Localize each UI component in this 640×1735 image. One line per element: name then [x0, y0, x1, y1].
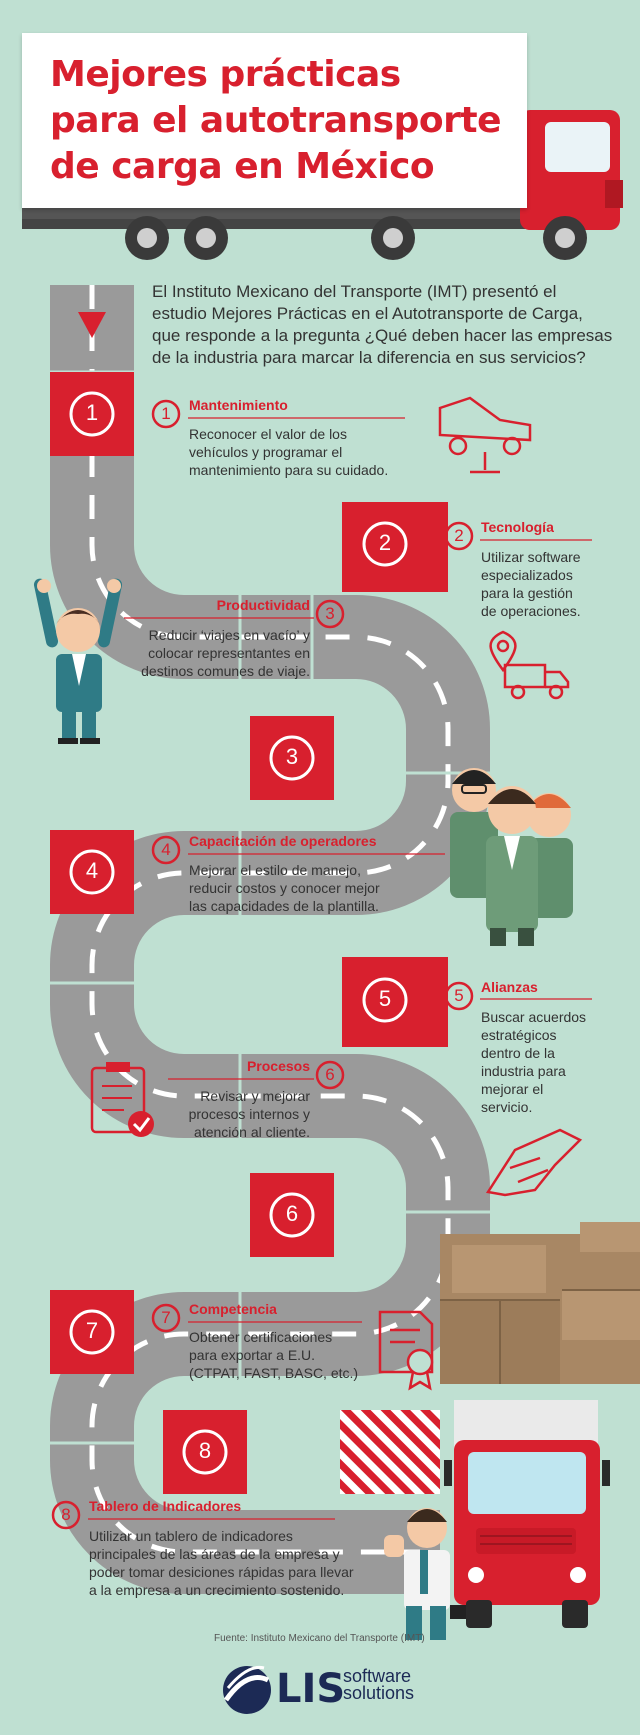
handshake-icon	[485, 1128, 583, 1197]
road-marker-8	[163, 1410, 247, 1494]
intro-line: estudio Mejores Prácticas en el Autotran…	[152, 304, 583, 323]
step-title-8: Tablero de Indicadores	[89, 1498, 242, 1514]
desc-line: vehículos y programar el	[189, 444, 343, 460]
step-badge-8: 8	[61, 1505, 71, 1524]
desc-line: especializados	[481, 567, 573, 583]
step-badge-3: 3	[325, 604, 335, 623]
desc-line: mejorar el	[481, 1081, 544, 1097]
finish-line	[340, 1410, 440, 1494]
step-desc-7: Obtener certificaciones para exportar a …	[189, 1328, 379, 1382]
step-title-4: Capacitación de operadores	[189, 833, 377, 849]
step-badge-1: 1	[161, 404, 171, 423]
intro-line: El Instituto Mexicano del Transporte (IM…	[152, 282, 557, 301]
marker-number-3: 3	[285, 744, 299, 769]
desc-line: para exportar a E.U.	[189, 1347, 316, 1363]
step-desc-2: Utilizar software especializados para la…	[481, 548, 631, 620]
step-badge-2: 2	[454, 526, 464, 545]
desc-line: estratégicos	[481, 1027, 557, 1043]
desc-line: industria para	[481, 1063, 566, 1079]
step-desc-3: Reducir ‘viajes en vacío’ y colocar repr…	[110, 626, 310, 680]
desc-line: Revisar y mejorar	[200, 1088, 310, 1104]
desc-line: Utilizar un tablero de indicadores	[89, 1528, 293, 1544]
desc-line: procesos internos y	[188, 1106, 310, 1122]
road-marker-4	[50, 830, 134, 914]
step-title-3: Productividad	[216, 597, 310, 613]
desc-line: Reducir ‘viajes en vacío’ y	[148, 627, 310, 643]
step-title-6: Procesos	[246, 1058, 310, 1074]
desc-line: (CTPAT, FAST, BASC, etc.)	[189, 1365, 359, 1381]
desc-line: Mejorar el estilo de manejo,	[189, 862, 361, 878]
step-desc-8: Utilizar un tablero de indicadores princ…	[89, 1527, 389, 1599]
desc-line: principales de las áreas de la empresa y	[89, 1546, 340, 1562]
location-truck-icon	[489, 630, 570, 700]
team-icon	[450, 768, 573, 946]
marker-number-5: 5	[378, 986, 392, 1011]
step-title-5: Alianzas	[481, 979, 538, 995]
step-badge-6: 6	[325, 1065, 335, 1084]
desc-line: reducir costos y conocer mejor	[189, 880, 380, 896]
checklist-icon	[90, 1062, 154, 1137]
step-desc-5: Buscar acuerdos estratégicos dentro de l…	[481, 1008, 631, 1116]
page-title-line-2: para el autotransporte	[50, 100, 502, 141]
desc-line: a la empresa a un crecimiento sostenido.	[89, 1582, 345, 1598]
road-marker-5	[342, 957, 448, 1047]
desc-line: poder tomar desiciones rápidas para llev…	[89, 1564, 354, 1580]
marker-number-2: 2	[378, 530, 392, 555]
desc-line: Obtener certificaciones	[189, 1329, 333, 1345]
step-desc-1: Reconocer el valor de los vehículos y pr…	[189, 425, 429, 479]
desc-line: colocar representantes en	[148, 645, 310, 661]
marker-number-4: 4	[85, 858, 99, 883]
step-desc-6: Revisar y mejorar procesos internos y at…	[150, 1087, 310, 1141]
marker-number-8: 8	[198, 1438, 212, 1463]
car-lift-icon	[438, 396, 532, 474]
truck-icon	[444, 1400, 610, 1628]
desc-line: Utilizar software	[481, 549, 581, 565]
desc-line: de operaciones.	[481, 603, 581, 619]
businessman-icon	[33, 578, 123, 744]
desc-line: destinos comunes de viaje.	[141, 663, 310, 679]
desc-line: atención al cliente.	[194, 1124, 310, 1140]
source-note: Fuente: Instituto Mexicano del Transport…	[214, 1633, 425, 1644]
page-title-line-3: de carga en México	[50, 146, 435, 187]
road-marker-3	[250, 716, 334, 800]
road-marker-7	[50, 1290, 134, 1374]
page-title-line-1: Mejores prácticas	[50, 54, 401, 95]
desc-line: mantenimiento para su cuidado.	[189, 462, 389, 478]
marker-number-1: 1	[85, 400, 99, 425]
desc-line: para la gestión	[481, 585, 573, 601]
step-badge-5: 5	[454, 986, 464, 1005]
desc-line: las capacidades de la plantilla.	[189, 898, 379, 914]
marker-number-7: 7	[85, 1318, 99, 1343]
logo-text: LIS	[276, 1666, 346, 1712]
intro-text: El Instituto Mexicano del Transporte (IM…	[152, 281, 632, 369]
logo-subtitle: software solutions	[343, 1666, 415, 1703]
title-card	[22, 33, 527, 208]
road-marker-2	[342, 502, 448, 592]
desc-line: servicio.	[481, 1099, 533, 1115]
desc-line: Reconocer el valor de los	[189, 426, 347, 442]
top-truck-icon	[22, 110, 623, 260]
step-desc-4: Mejorar el estilo de manejo, reducir cos…	[189, 861, 429, 915]
step-title-2: Tecnología	[481, 519, 554, 535]
certificate-icon	[378, 1310, 434, 1391]
logo-subtitle-line: software	[343, 1666, 412, 1686]
marker-number-6: 6	[285, 1201, 299, 1226]
lis-logo-icon	[223, 1665, 271, 1714]
desc-line: dentro de la	[481, 1045, 555, 1061]
step-badge-7: 7	[161, 1308, 171, 1327]
step-title-1: Mantenimiento	[189, 397, 288, 413]
red-arrow-icon	[78, 312, 106, 338]
desc-line: Buscar acuerdos	[481, 1009, 587, 1025]
thumbs-up-man-icon	[384, 1508, 466, 1640]
intro-line: de la industria para marcar la diferenci…	[152, 348, 586, 367]
boxes-icon	[440, 1222, 640, 1384]
road-marker-6	[250, 1173, 334, 1257]
road-marker-1	[50, 372, 134, 456]
logo-subtitle-line: solutions	[343, 1683, 415, 1703]
step-badge-4: 4	[161, 840, 171, 859]
intro-line: que responde a la pregunta ¿Qué deben ha…	[152, 326, 613, 345]
step-title-7: Competencia	[189, 1301, 277, 1317]
